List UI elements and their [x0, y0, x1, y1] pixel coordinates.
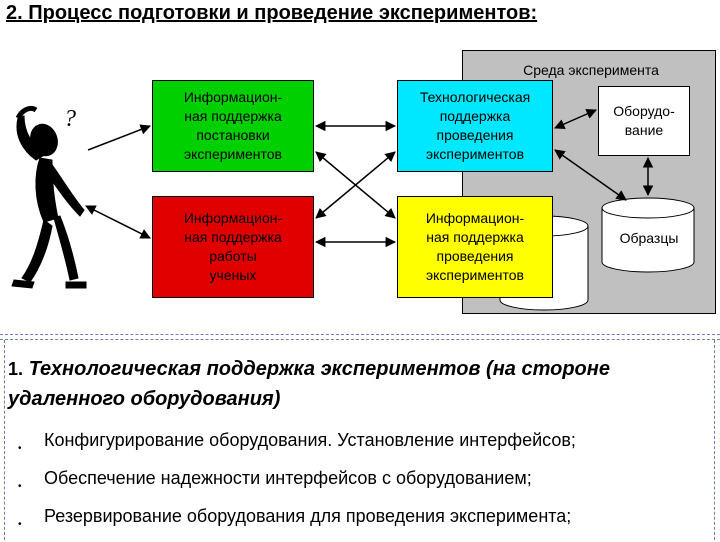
list-item: • Резервирование оборудования для провед…	[0, 504, 712, 542]
box-line: экспериментов	[183, 146, 282, 162]
box-line: ная поддержка	[426, 229, 524, 245]
bullet-text: Конфигурирование оборудования. Установле…	[44, 430, 576, 450]
list-item: • Конфигурирование оборудования. Установ…	[0, 428, 712, 466]
box-tech-support-conduct: Технологическая поддержка проведения экс…	[397, 80, 553, 172]
bullet-list: • Конфигурирование оборудования. Установ…	[0, 428, 712, 542]
arrow-person-to-red	[85, 205, 151, 239]
box-info-support-setup: Информацион- ная поддержка постановки эк…	[152, 80, 314, 172]
bullet-dot: •	[18, 481, 22, 492]
arrow-person-to-green	[87, 124, 151, 151]
question-mark: ?	[64, 106, 76, 132]
section-divider	[0, 334, 720, 340]
bullet-dot: •	[18, 443, 22, 454]
bullet-text: Резервирование оборудования для проведен…	[44, 506, 572, 526]
section-number: 1.	[8, 359, 24, 379]
box-line: проведения	[436, 127, 514, 143]
slide-title: 2. Процесс подготовки и проведение экспе…	[6, 2, 538, 24]
box-line: поддержка	[439, 108, 511, 124]
box-line: ученых	[209, 267, 257, 283]
thinking-person-icon	[11, 105, 87, 289]
box-line: экспериментов	[425, 267, 524, 283]
connector-arrows	[85, 108, 654, 248]
box-line: Оборудо-	[613, 103, 675, 119]
arrow-cross-red-to-cyan	[315, 151, 396, 219]
list-item: • Обеспечение надежности интерфейсов с о…	[0, 466, 712, 504]
bullet-dot: •	[18, 519, 22, 530]
samples-label: Образцы	[619, 230, 679, 246]
box-line: экспериментов	[425, 146, 525, 162]
section-heading: 1. Технологическая поддержка эксперимент…	[8, 354, 708, 414]
frame-right-edge	[714, 340, 715, 540]
samples-cylinder	[601, 197, 695, 273]
box-line: вание	[624, 122, 664, 138]
arrow-cyan-to-samples	[554, 149, 627, 201]
bullet-text: Обеспечение надежности интерфейсов с обо…	[44, 468, 532, 488]
box-line: постановки	[196, 127, 270, 143]
box-info-support-conduct: Информацион- ная поддержка проведения эк…	[397, 196, 553, 298]
section-text: Технологическая поддержка экспериментов …	[8, 358, 610, 410]
box-equipment: Оборудо- вание	[598, 86, 690, 156]
arrow-cyan-to-equipment	[554, 108, 597, 130]
experiment-environment-label: Среда эксперимента	[523, 62, 659, 78]
box-line: Информацион-	[425, 210, 525, 226]
box-info-support-scientists: Информацион- ная поддержка работы ученых	[152, 196, 314, 298]
box-line: ная поддержка	[184, 229, 282, 245]
box-line: ная поддержка	[184, 108, 282, 124]
box-line: работы	[209, 248, 257, 264]
box-line: Информацион-	[183, 210, 283, 226]
box-line: Технологическая	[419, 89, 531, 105]
box-line: Информацион-	[183, 89, 283, 105]
box-line: проведения	[436, 248, 514, 264]
frame-left-edge	[4, 340, 5, 540]
